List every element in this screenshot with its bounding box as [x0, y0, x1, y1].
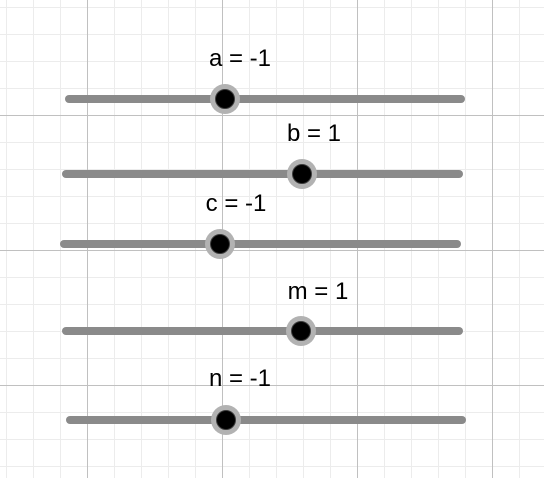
slider-c-knob[interactable]: [205, 229, 235, 259]
slider-a-label: a = -1: [208, 45, 272, 72]
slider-a-knob-point[interactable]: [215, 89, 235, 109]
slider-n-label: n = -1: [208, 365, 272, 392]
slider-m-label: m = 1: [287, 278, 349, 305]
slider-n-knob-point[interactable]: [216, 410, 236, 430]
slider-b-knob[interactable]: [287, 159, 317, 189]
slider-n-knob[interactable]: [211, 405, 241, 435]
slider-m-knob-point[interactable]: [291, 321, 311, 341]
slider-m-knob[interactable]: [286, 316, 316, 346]
slider-n-track[interactable]: [66, 416, 466, 424]
slider-a-knob[interactable]: [210, 84, 240, 114]
slider-b-label: b = 1: [286, 120, 342, 147]
slider-c-knob-point[interactable]: [210, 234, 230, 254]
slider-c-label: c = -1: [205, 190, 267, 217]
slider-m-track[interactable]: [62, 327, 463, 335]
slider-b-knob-point[interactable]: [292, 164, 312, 184]
slider-b-track[interactable]: [62, 170, 463, 178]
slider-c-track[interactable]: [60, 240, 461, 248]
slider-a-track[interactable]: [65, 95, 465, 103]
